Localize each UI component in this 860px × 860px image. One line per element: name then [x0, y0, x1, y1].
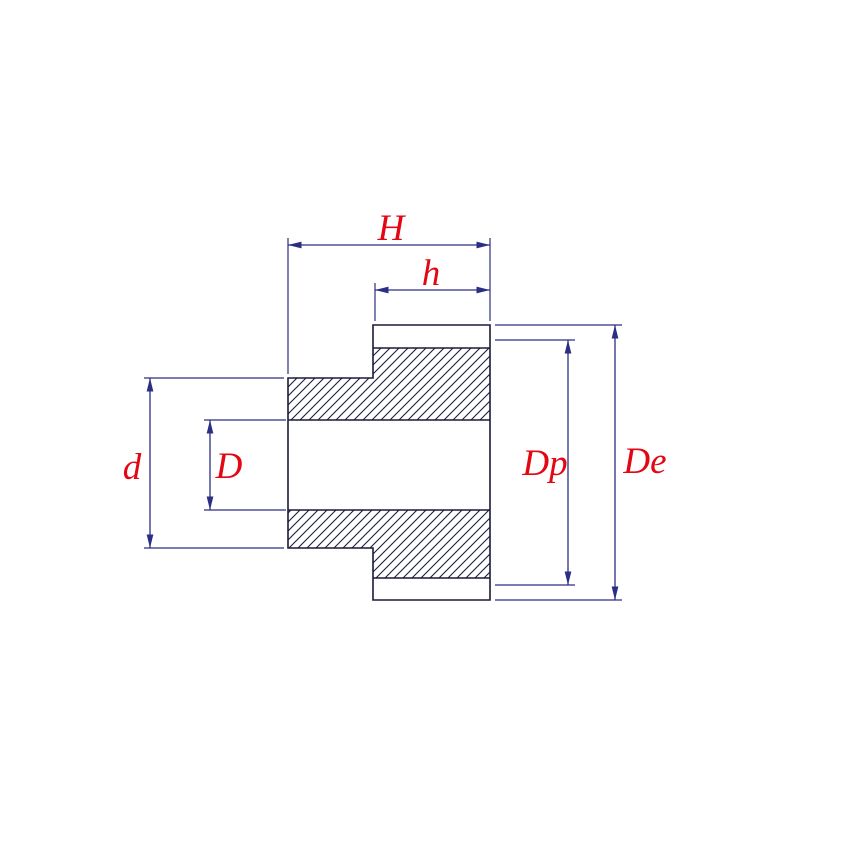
dimension-De: De — [495, 324, 667, 601]
label-h: h — [422, 253, 441, 294]
dimension-Dp: Dp — [495, 339, 575, 586]
hatch-bottom-section — [288, 510, 490, 578]
dimension-d: d — [123, 377, 284, 549]
label-H: H — [377, 208, 407, 249]
dimension-H: H — [287, 208, 491, 374]
gear-outline — [287, 324, 491, 601]
gear-section — [287, 324, 491, 601]
label-D: D — [215, 446, 243, 487]
dimension-h: h — [374, 253, 490, 321]
label-d: d — [123, 447, 142, 488]
label-Dp: Dp — [521, 443, 567, 484]
label-De: De — [622, 441, 666, 482]
dimension-D: D — [204, 419, 286, 511]
hatch-top-section — [288, 348, 490, 420]
